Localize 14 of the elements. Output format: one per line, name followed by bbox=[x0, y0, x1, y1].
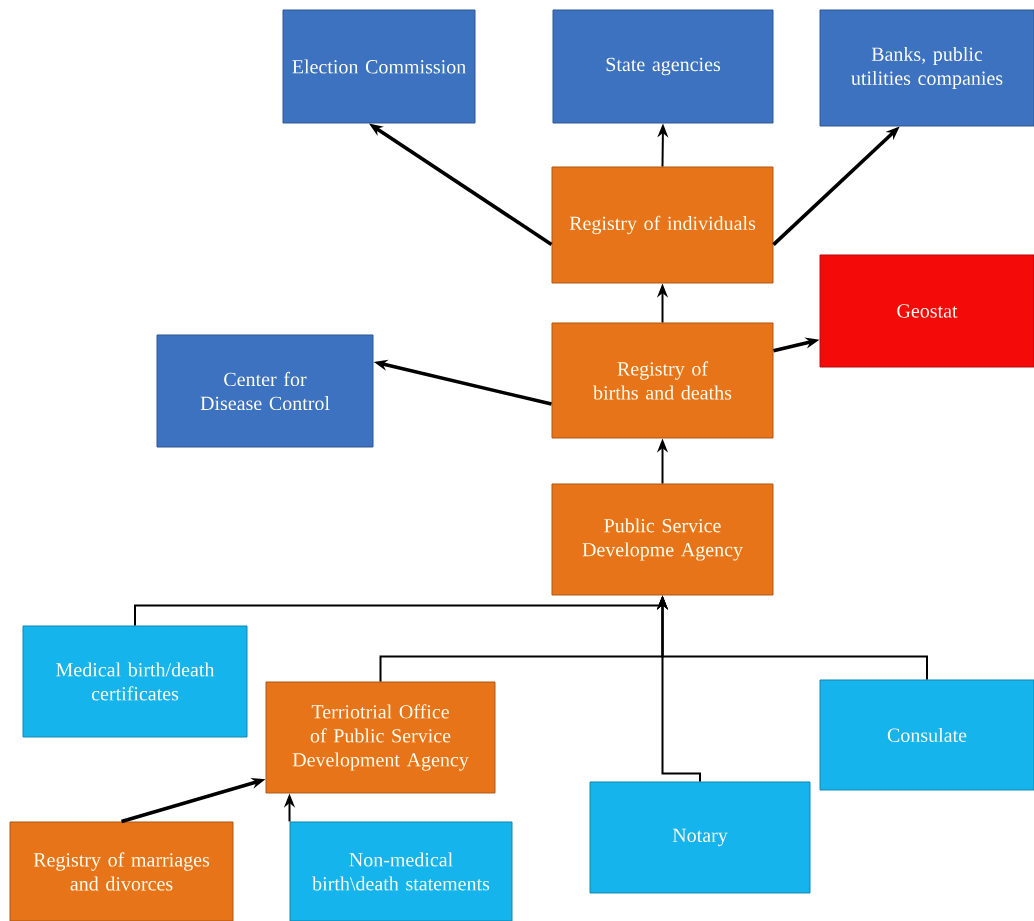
agency-box: Registry of marriages and divorces bbox=[9, 821, 234, 921]
agency-box: Public Service Developme Agency bbox=[551, 483, 774, 596]
agency-box: Non-medical birth\death statements bbox=[289, 821, 513, 921]
agency-box: Registry of individuals bbox=[551, 166, 774, 284]
agency-box: Terriotrial Office of Public Service Development Agency bbox=[265, 681, 496, 794]
agency-box: State agencies bbox=[552, 9, 774, 124]
agency-box: Election Commission bbox=[282, 9, 476, 124]
agency-box: Center for Disease Control bbox=[156, 334, 374, 448]
agency-box: Notary bbox=[589, 781, 811, 894]
agency-box: Geostat bbox=[819, 254, 1034, 368]
agency-box: Medical birth/death certificates bbox=[22, 625, 248, 738]
agency-box: Banks, public utilities companies bbox=[819, 9, 1034, 127]
agency-box: Consulate bbox=[819, 679, 1034, 791]
agency-box: Registry of births and deaths bbox=[551, 322, 774, 439]
